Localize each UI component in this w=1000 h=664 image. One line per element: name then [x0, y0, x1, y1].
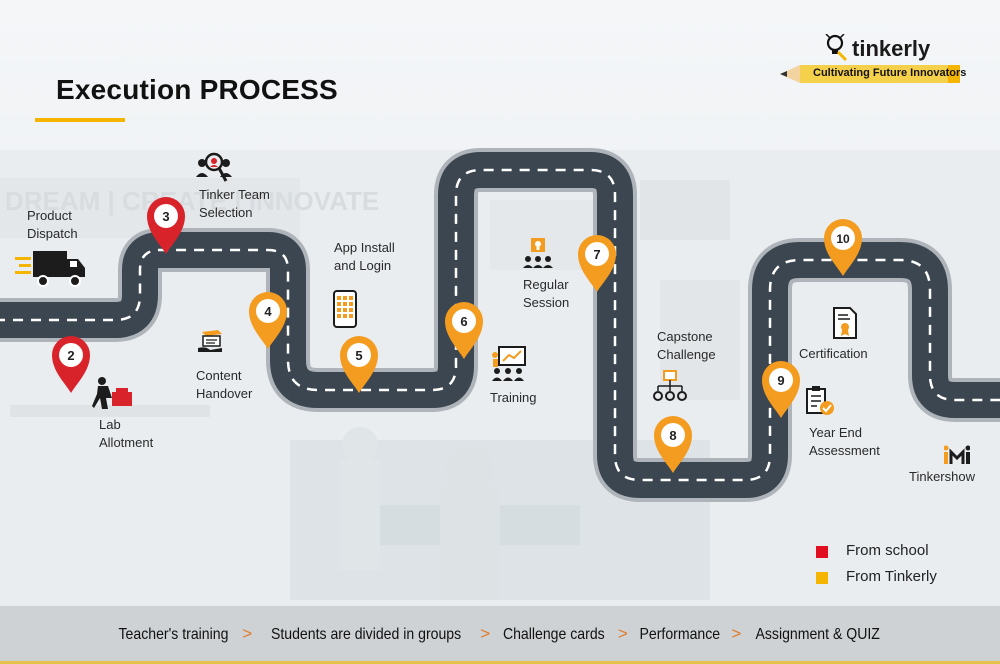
footer-step: Students are divided in groups	[271, 626, 462, 643]
pin-number: 8	[669, 428, 676, 443]
pin-number: 5	[355, 348, 362, 363]
brand-tagline: Cultivating Future Innovators	[813, 67, 967, 79]
step-separator: >	[480, 624, 491, 643]
show-icon	[944, 445, 970, 464]
milestone-label-certification: Certification	[799, 346, 868, 361]
footer-step: Performance	[639, 626, 720, 643]
pin-number: 4	[264, 304, 272, 319]
footer-step: Assignment & QUIZ	[755, 626, 881, 643]
pencil-bulb-icon	[825, 34, 848, 62]
road-path	[0, 148, 1000, 502]
title-underline	[35, 118, 125, 122]
session-icon	[523, 238, 553, 268]
training-icon	[492, 346, 526, 381]
pin-4: 4	[249, 292, 287, 349]
milestone-label-training: Training	[490, 390, 537, 405]
phone-app-icon	[333, 290, 357, 328]
brand-name: tinkerly	[852, 36, 931, 61]
footer-step: Challenge cards	[503, 626, 605, 643]
worker-icon	[92, 377, 132, 409]
pin-number: 6	[460, 314, 467, 329]
pin-6: 6	[445, 302, 483, 359]
pin-5: 5	[340, 336, 378, 393]
footer-steps: Teacher's training > Students are divided …	[0, 624, 1000, 644]
truck-icon	[15, 251, 85, 287]
handover-icon	[198, 330, 222, 352]
brand-logo: tinkerly Cultivating Future Innovators	[780, 32, 970, 92]
step-separator: >	[242, 624, 253, 643]
milestone-label-tinkershow: Tinkershow	[909, 469, 975, 484]
pin-3: 3	[147, 197, 185, 254]
step-separator: >	[617, 624, 628, 643]
pin-number: 9	[777, 373, 784, 388]
pin-number: 2	[67, 348, 74, 363]
legend-label: From school	[846, 542, 929, 559]
step-separator: >	[731, 624, 742, 643]
pin-number: 7	[593, 247, 600, 262]
pin-2: 2	[52, 336, 90, 393]
pin-9: 9	[762, 361, 800, 418]
pin-10: 10	[824, 219, 862, 276]
svg-text:DREAM | CREATE | INNOVATE: DREAM | CREATE | INNOVATE	[5, 186, 379, 216]
pencil-banner	[780, 65, 960, 83]
clipboard-check-icon	[806, 386, 834, 415]
legend-label: From Tinkerly	[846, 568, 937, 585]
legend-swatch	[816, 572, 828, 584]
pin-number: 3	[162, 209, 169, 224]
footer-accent-line	[0, 661, 1000, 664]
footer-step: Teacher's training	[118, 626, 229, 643]
footer-steps-bar: Teacher's training > Students are divided …	[0, 606, 1000, 664]
pin-7: 7	[578, 235, 616, 292]
org-chart-icon	[653, 370, 687, 401]
team-search-icon	[196, 152, 232, 182]
pin-number: 10	[836, 232, 850, 246]
page-title: Execution PROCESS	[56, 74, 338, 105]
milestone-pins: 2 3 4 5 6 7 8	[52, 197, 862, 473]
legend-swatch	[816, 546, 828, 558]
certificate-icon	[833, 307, 857, 339]
pin-8: 8	[654, 416, 692, 473]
